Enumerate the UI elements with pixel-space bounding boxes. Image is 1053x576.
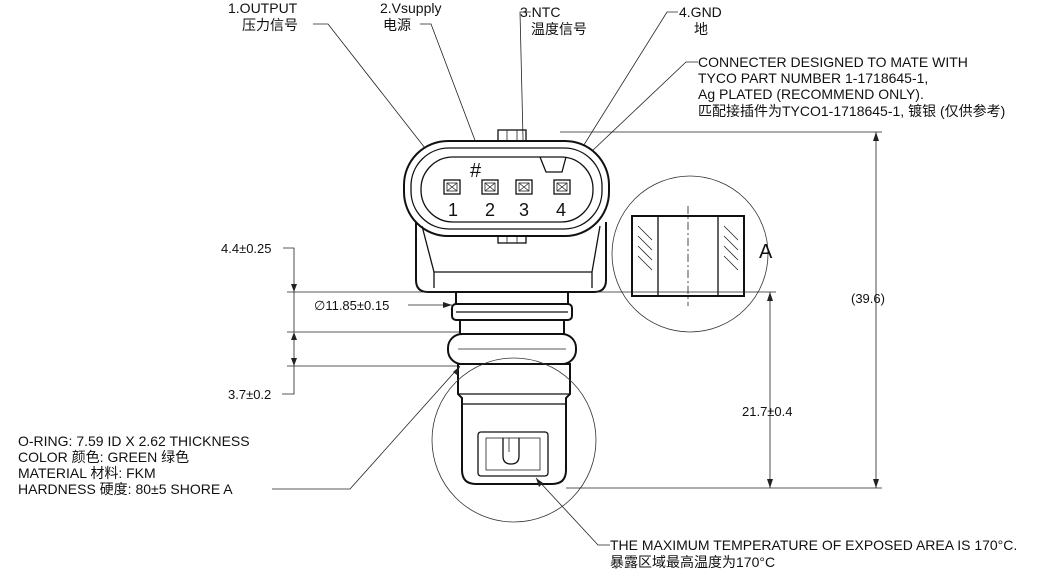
exposed-area-circle — [431, 357, 597, 523]
key-notch — [539, 156, 567, 173]
detail-a: A — [611, 175, 773, 333]
dim-diameter-text: ∅11.85±0.15 — [314, 298, 389, 313]
pin-number-4: 4 — [556, 200, 566, 220]
housing-chamfer — [421, 225, 601, 273]
dim-total-height-text: (39.6) — [851, 291, 885, 306]
neck — [459, 319, 565, 335]
pin-label-1: 1.OUTPUT 压力信号 — [228, 0, 451, 181]
detail-a-circle — [611, 175, 769, 333]
port-opening-inner — [485, 437, 541, 471]
connector-note-line-4: 匹配接插件为TYCO1-1718645-1, 镀银 (仅供参考) — [698, 103, 1005, 119]
pin-label-4: 4.GND 地 — [561, 4, 722, 181]
dimension-flange-thickness: 4.4±0.25 — [221, 241, 460, 340]
pin-terminal-3 — [515, 179, 533, 195]
pin-label-2: 2.Vsupply 电源 — [380, 0, 491, 181]
pin-4-cn: 地 — [694, 21, 708, 37]
pin-terminal-1 — [443, 179, 461, 195]
pin-4-name: 4.GND — [679, 4, 722, 20]
dimension-lower-height: 21.7±0.4 — [596, 291, 793, 488]
dim-flange-thickness-text: 4.4±0.25 — [221, 241, 272, 256]
pin-label-3: 3.NTC 温度信号 — [519, 4, 587, 181]
dim-oring-gap-text: 3.7±0.2 — [228, 387, 271, 402]
connector-housing — [403, 129, 610, 244]
pin-1-leader — [313, 23, 451, 181]
dimension-diameter: ∅11.85±0.15 — [314, 298, 452, 313]
connector-note-line-2: TYCO PART NUMBER 1-1718645-1, — [698, 70, 928, 86]
connector-cavity — [420, 156, 594, 223]
pin-2-leader — [420, 23, 491, 181]
connector-note: CONNECTER DESIGNED TO MATE WITH TYCO PAR… — [590, 54, 1005, 153]
connector-shell-outer — [403, 140, 610, 237]
sensor-body — [415, 222, 607, 485]
temperature-note-line-2: 暴露区域最高温度为170°C — [610, 554, 775, 570]
connector-note-leader — [590, 61, 698, 153]
detail-a-label: A — [759, 241, 773, 263]
temperature-note: THE MAXIMUM TEMPERATURE OF EXPOSED AREA … — [535, 477, 1017, 570]
pin-1-name: 1.OUTPUT — [228, 0, 298, 16]
pin-1-cn: 压力信号 — [242, 17, 298, 33]
dimension-oring-gap: 3.7±0.2 — [228, 340, 458, 402]
pin-1-mark: # — [470, 160, 482, 182]
connector-shell-inner — [410, 147, 603, 230]
temperature-note-leader — [535, 477, 610, 546]
pin-3-cn: 温度信号 — [531, 21, 587, 37]
pin-terminal-4 — [553, 179, 571, 195]
pin-2-name: 2.Vsupply — [380, 0, 441, 16]
port-opening — [477, 431, 549, 477]
connector-note-line-3: Ag PLATED (RECOMMEND ONLY). — [698, 86, 924, 102]
pin-3-leader — [519, 11, 531, 181]
pin-number-1: 1 — [448, 200, 458, 220]
oring-note-line-4: HARDNESS 硬度: 80±5 SHORE A — [18, 481, 233, 497]
oring-note-line-1: O-RING: 7.59 ID X 2.62 THICKNESS — [18, 433, 250, 449]
pressure-port — [457, 363, 571, 485]
dimension-total-height: (39.6) — [560, 131, 885, 489]
pin-terminal-2 — [481, 179, 499, 195]
pin-number-3: 3 — [519, 200, 529, 220]
dim-lower-height-text: 21.7±0.4 — [742, 404, 793, 419]
oring-note-line-3: MATERIAL 材料: FKM — [18, 465, 156, 481]
connector-note-line-1: CONNECTER DESIGNED TO MATE WITH — [698, 54, 968, 70]
pin-3-name: 3.NTC — [520, 4, 560, 20]
port-sensing-element — [502, 438, 520, 465]
pin-number-2: 2 — [485, 200, 495, 220]
pin-terminals — [443, 179, 571, 195]
flange — [455, 291, 569, 305]
temperature-note-line-1: THE MAXIMUM TEMPERATURE OF EXPOSED AREA … — [610, 537, 1017, 553]
oring-note: O-RING: 7.59 ID X 2.62 THICKNESS COLOR 颜… — [18, 365, 461, 497]
pin-4-leader — [561, 11, 678, 181]
oring-note-leader — [272, 365, 461, 490]
oring-note-line-2: COLOR 颜色: GREEN 绿色 — [18, 449, 189, 465]
pin-2-cn: 电源 — [383, 17, 411, 33]
